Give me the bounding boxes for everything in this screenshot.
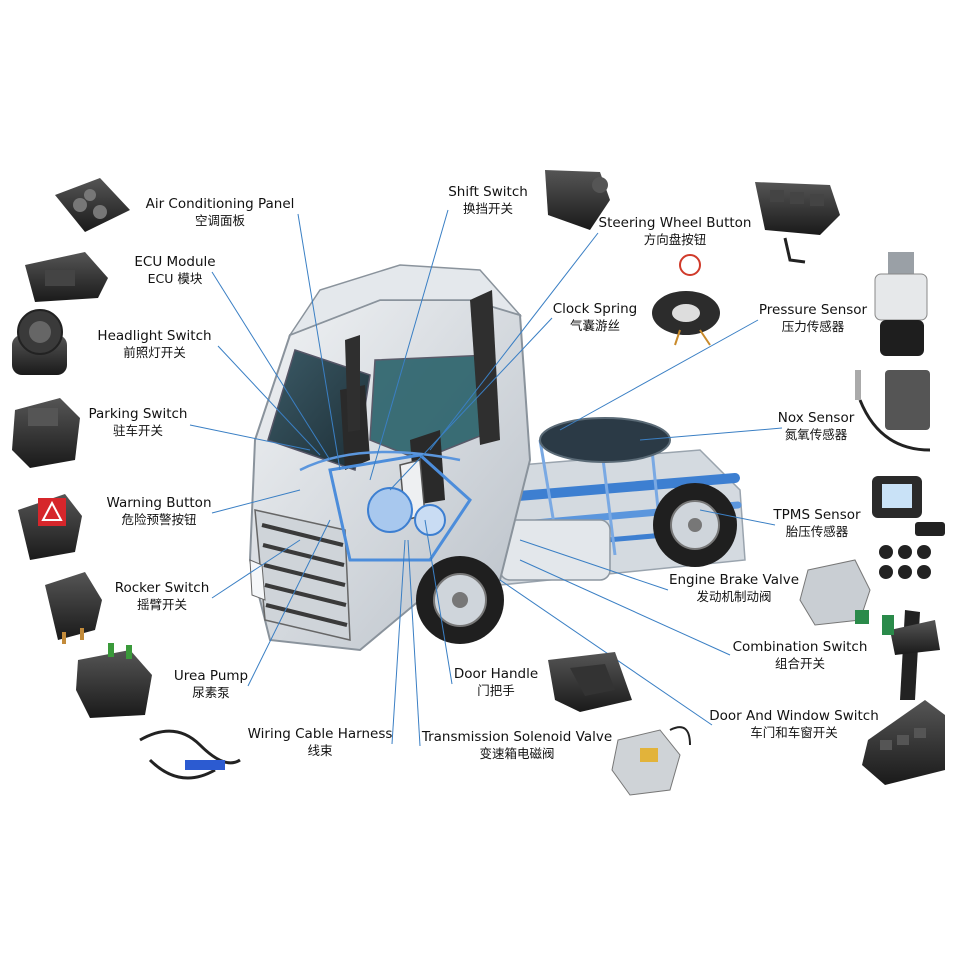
door-handle-icon bbox=[548, 652, 632, 712]
label-tpms: TPMS Sensor 胎压传感器 bbox=[773, 507, 861, 539]
ecu-module-icon bbox=[25, 252, 108, 302]
label-solenoid: Transmission Solenoid Valve 变速箱电磁阀 bbox=[421, 729, 613, 761]
label-combination: Combination Switch 组合开关 bbox=[732, 639, 868, 671]
truck-body bbox=[248, 264, 746, 652]
tpms-sensor-icon bbox=[872, 476, 945, 579]
solenoid-valve-icon bbox=[611, 726, 691, 796]
label-urea: Urea Pump 尿素泵 bbox=[173, 668, 249, 700]
label-ac-panel: Air Conditioning Panel 空调面板 bbox=[145, 196, 295, 228]
label-warning: Warning Button 危险预警按钮 bbox=[106, 495, 212, 527]
leader-lines bbox=[189, 209, 783, 747]
label-door-handle: Door Handle 门把手 bbox=[453, 666, 539, 698]
label-brake: Engine Brake Valve 发动机制动阀 bbox=[668, 572, 800, 604]
clock-spring-icon bbox=[652, 254, 720, 346]
label-ecu: ECU Module ECU 模块 bbox=[134, 254, 216, 286]
label-clock: Clock Spring 气囊游丝 bbox=[552, 301, 638, 333]
nox-sensor-icon bbox=[855, 370, 931, 452]
label-shift: Shift Switch 换挡开关 bbox=[448, 184, 528, 216]
label-steering: Steering Wheel Button 方向盘按钮 bbox=[598, 215, 752, 247]
door-window-switch-icon bbox=[862, 700, 945, 785]
headlight-switch-icon bbox=[12, 309, 67, 375]
shift-switch-icon bbox=[545, 170, 610, 230]
brake-valve-icon bbox=[799, 559, 871, 626]
warning-button-icon bbox=[18, 494, 82, 560]
label-door-window: Door And Window Switch 车门和车窗开关 bbox=[709, 708, 879, 740]
label-nox: Nox Sensor 氮氧传感器 bbox=[777, 410, 855, 442]
wiring-harness-icon bbox=[139, 729, 241, 780]
rocker-switch-icon bbox=[45, 572, 102, 644]
label-parking: Parking Switch 驻车开关 bbox=[88, 406, 188, 438]
ac-panel-icon bbox=[55, 178, 130, 232]
combination-switch-icon bbox=[882, 610, 940, 700]
label-rocker: Rocker Switch 摇臂开关 bbox=[114, 580, 210, 612]
urea-pump-icon bbox=[76, 643, 152, 718]
steering-button-icon bbox=[755, 182, 840, 264]
label-harness: Wiring Cable Harness 线束 bbox=[247, 726, 393, 758]
parking-switch-icon bbox=[12, 398, 80, 468]
label-headlight: Headlight Switch 前照灯开关 bbox=[97, 328, 212, 360]
pressure-sensor-icon bbox=[874, 252, 928, 356]
label-pressure: Pressure Sensor 压力传感器 bbox=[758, 302, 868, 334]
